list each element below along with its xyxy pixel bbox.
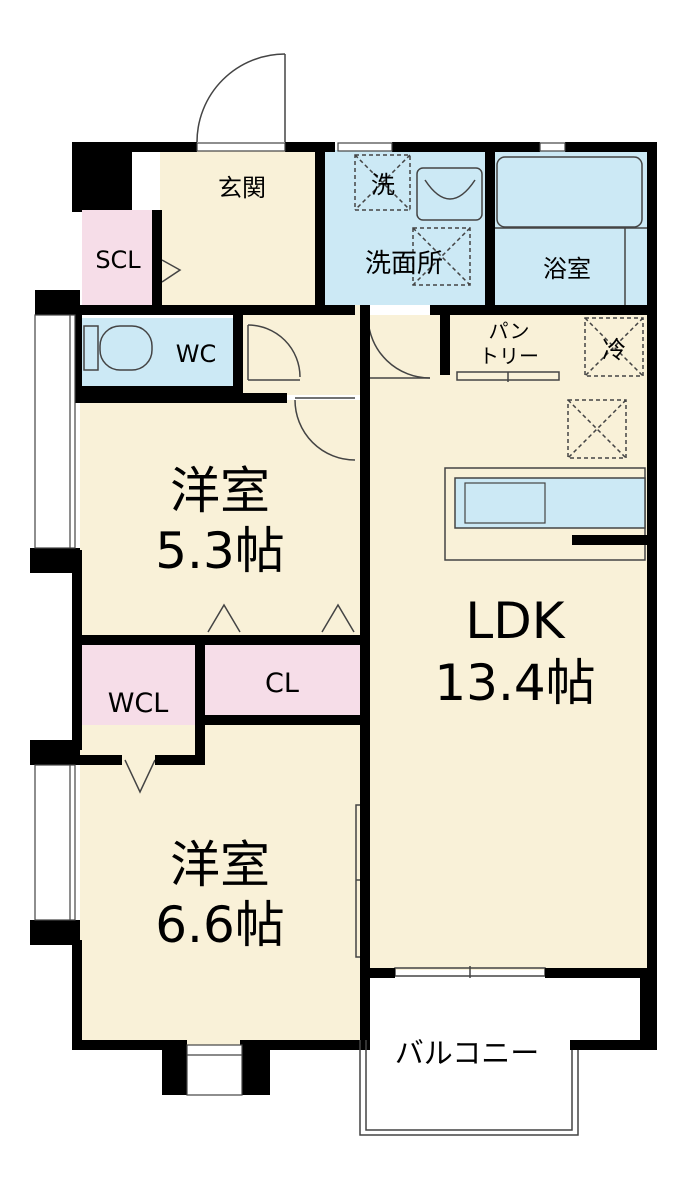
bedroom1-floor	[80, 400, 360, 635]
washroom-label: 洗面所	[365, 249, 443, 279]
fixtures	[83, 154, 648, 459]
windows	[34, 142, 566, 1096]
bedroom2-floor	[80, 725, 360, 1045]
room-labels: 玄関 SCL 洗 洗面所 浴室 WC パン トリー 冷 洋室 5.3帖 LDK …	[95, 171, 626, 1070]
wc-label: WC	[176, 340, 217, 368]
washroom-floor	[325, 150, 485, 305]
wc-floor	[80, 318, 240, 386]
fridge-label: 冷	[602, 336, 626, 364]
balcony	[359, 1040, 579, 1136]
wcl-label: WCL	[108, 688, 169, 719]
scl-floor	[82, 210, 152, 305]
wash-symbol-label: 洗	[371, 171, 395, 199]
bedroom1-size: 5.3帖	[155, 522, 285, 580]
entrance-label: 玄関	[218, 174, 266, 202]
scl-label: SCL	[95, 246, 141, 274]
kitchen-counter	[444, 467, 648, 561]
bedroom2-name: 洋室	[170, 836, 270, 894]
cl-floor	[205, 645, 360, 715]
cl-label: CL	[265, 668, 299, 699]
entrance-door	[196, 53, 286, 143]
walls	[30, 142, 657, 1095]
ldk-size: 13.4帖	[434, 654, 595, 712]
ldk-floor	[370, 315, 648, 970]
balcony-label: バルコニー	[395, 1036, 539, 1070]
pantry-label-line1: パン	[489, 319, 530, 343]
bath-label: 浴室	[543, 255, 591, 283]
pantry-label-line2: トリー	[479, 344, 539, 368]
bedroom2-size: 6.6帖	[155, 896, 285, 954]
bedroom1-name: 洋室	[170, 462, 270, 520]
ldk-name: LDK	[465, 592, 565, 650]
